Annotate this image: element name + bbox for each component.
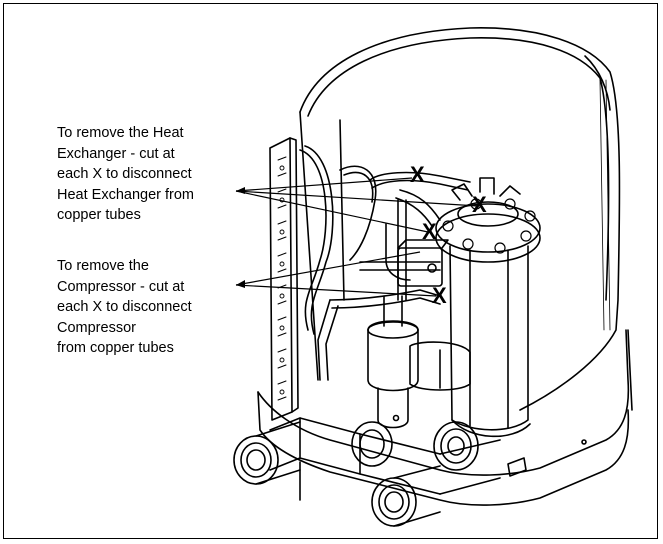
heat-exchanger-manifold: [435, 203, 541, 253]
drain-fitting: [507, 457, 527, 477]
cut-mark-x: X: [472, 192, 487, 217]
wire-bundle: [299, 149, 327, 331]
callout-line: To remove the Heat: [57, 125, 184, 141]
union-connector-right: [433, 421, 479, 471]
coil-fins: [277, 156, 287, 401]
compressor-callout: To remove the Compressor - cut at each X…: [57, 256, 192, 359]
callout-line: Heat Exchanger from: [57, 186, 195, 203]
union-connector-front: [371, 465, 441, 527]
cut-mark-x: X: [422, 219, 437, 244]
heat-exchanger-tank: [449, 245, 529, 431]
shroud-panel: [299, 27, 621, 411]
cut-mark-x: X: [410, 162, 425, 187]
callout-line: Compressor - cut at: [57, 278, 185, 295]
callout-line: Exchanger - cut at: [57, 145, 175, 162]
callout-line: To remove the: [57, 258, 149, 274]
union-connector-mid: [351, 421, 393, 467]
copper-tube-top: [369, 171, 471, 183]
callout-line: Compressor: [57, 319, 136, 336]
union-connector-left: [233, 421, 301, 485]
callout-line: each X to disconnect: [57, 299, 192, 315]
shroud-panel-inner: [307, 37, 610, 301]
copper-tube-mid: [329, 289, 441, 301]
callout-line: from copper tubes: [57, 340, 174, 356]
shroud-rim: [584, 55, 611, 111]
callout-line: each X to disconnect: [57, 166, 192, 182]
shroud-left-edge: [299, 111, 319, 381]
cut-mark-x: X: [432, 283, 447, 308]
figure-frame: [3, 3, 658, 539]
callout-line: copper tubes: [57, 207, 141, 223]
leader-arrowheads: [236, 187, 245, 288]
coil-panel: [269, 137, 293, 421]
pump-housing: [409, 341, 471, 391]
compressor-body: [367, 320, 419, 392]
heat-exchanger-callout: To remove the Heat Exchanger - cut at ea…: [57, 123, 194, 226]
leader-lines: [235, 177, 479, 297]
copper-tube-upper: [399, 189, 441, 221]
